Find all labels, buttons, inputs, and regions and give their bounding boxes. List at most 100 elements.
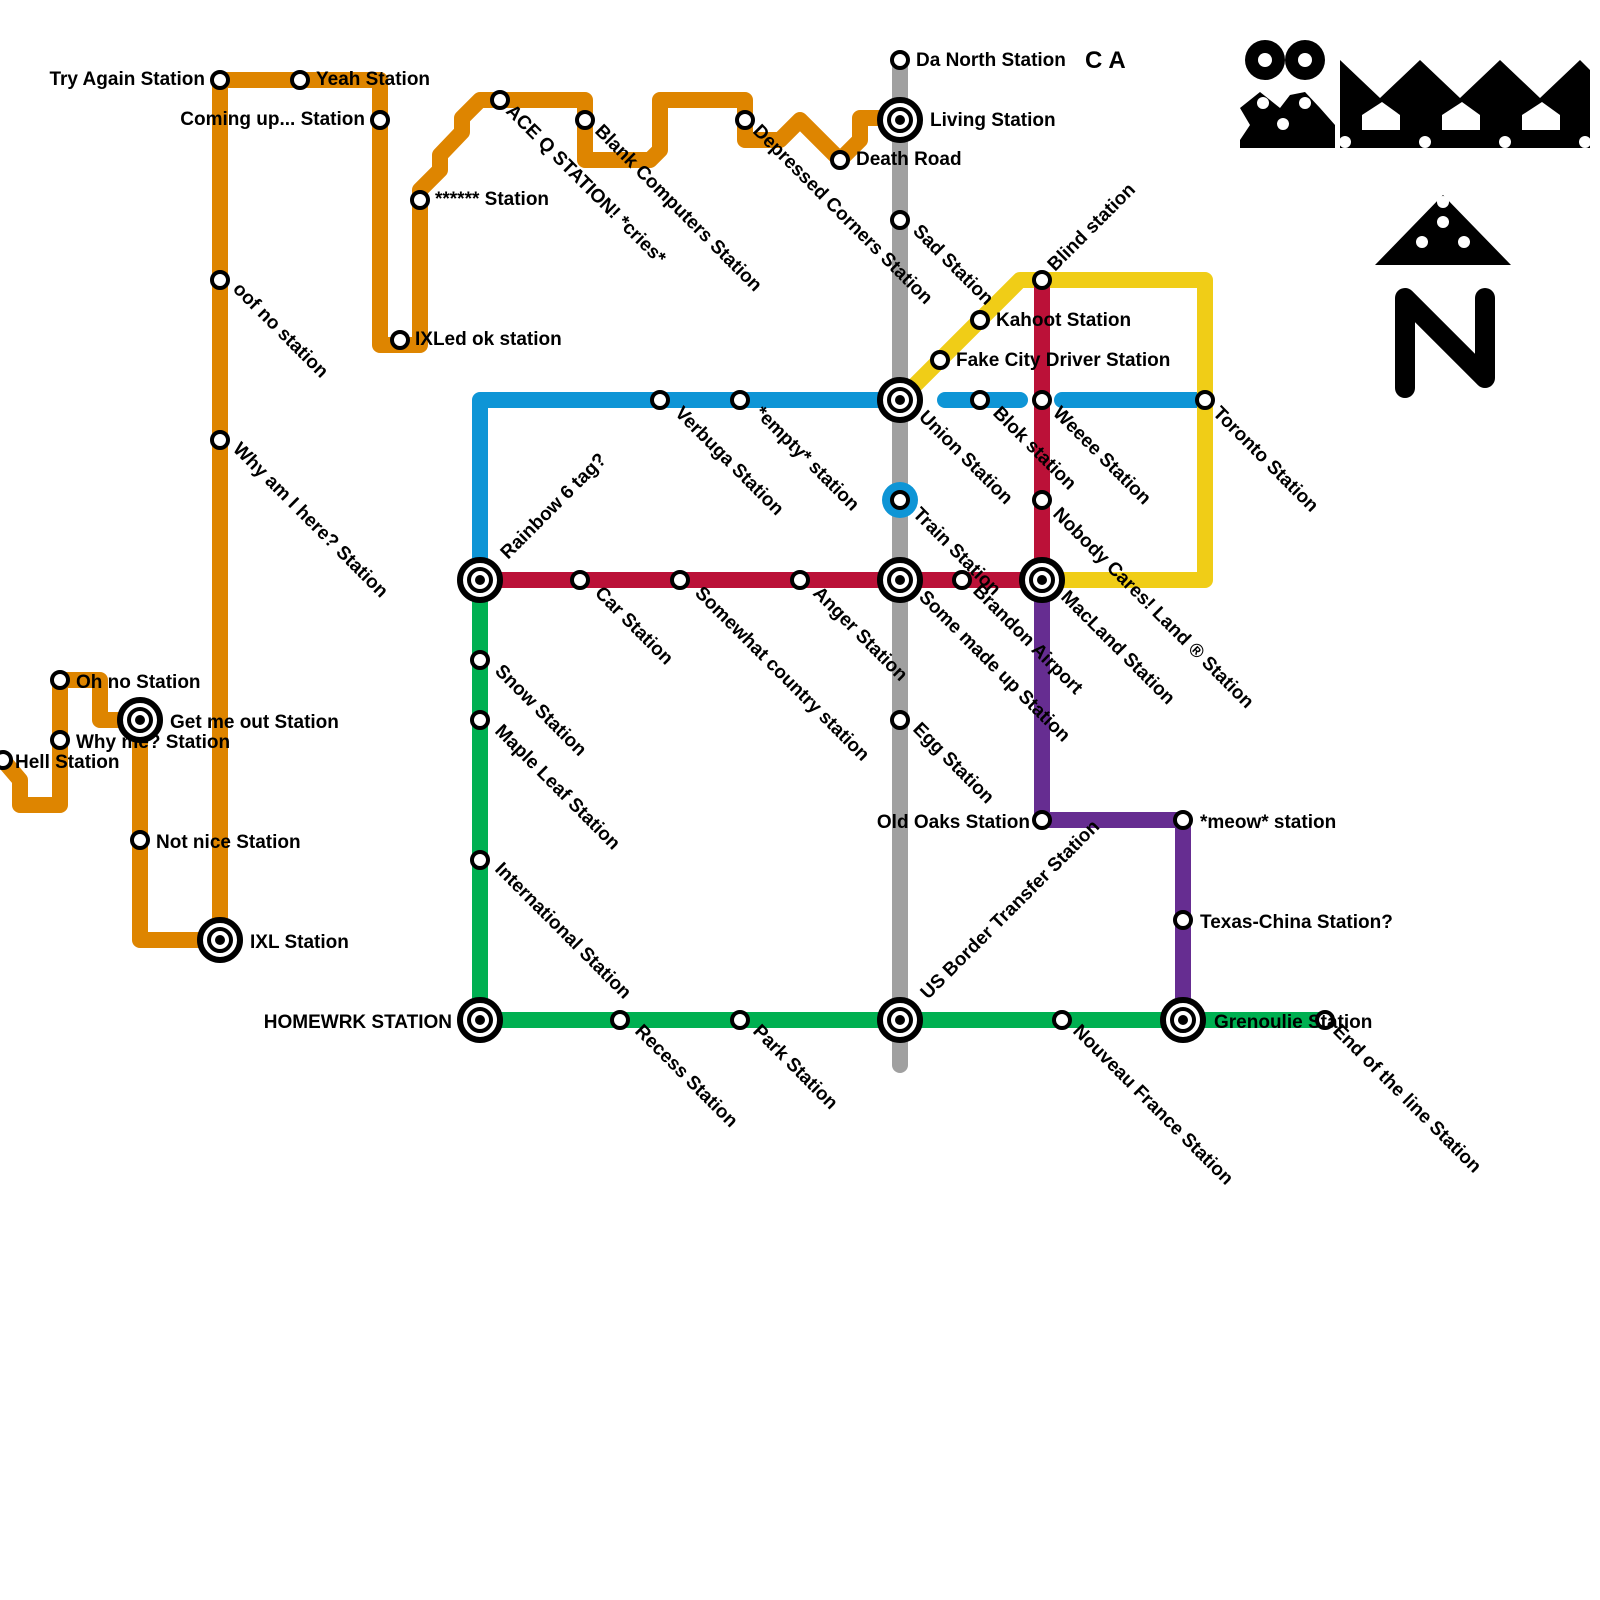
label-international: International Station (490, 859, 635, 1004)
label-recess: Recess Station (630, 1021, 741, 1132)
logo-ca-text: CA (1085, 47, 1132, 74)
station-marker-ixled (392, 332, 408, 348)
interchange-center-dot (215, 935, 225, 945)
map-logo: CA (1085, 40, 1591, 388)
station-marker-why-me (52, 732, 68, 748)
station-marker-yeah (292, 72, 308, 88)
label-end-of-line: End of the line Station (1328, 1021, 1485, 1178)
interchange-center-dot (1178, 1015, 1188, 1025)
station-marker-weeee (1034, 392, 1050, 408)
label-da-north: Da North Station (916, 50, 1066, 71)
station-dot (892, 712, 908, 728)
station-dot (492, 92, 508, 108)
station-marker-toronto (1197, 392, 1213, 408)
label-meow: *meow* station (1200, 812, 1336, 833)
label-death-road: Death Road (856, 149, 962, 170)
station-marker-blind (1034, 272, 1050, 288)
station-dot (132, 832, 148, 848)
interchange-center-dot (895, 395, 905, 405)
station-dot (1034, 492, 1050, 508)
label-kahoot: Kahoot Station (996, 310, 1131, 331)
station-marker-death-road (832, 152, 848, 168)
station-dot (1054, 1012, 1070, 1028)
red-line (480, 280, 1042, 580)
station-dot (572, 572, 588, 588)
station-marker-texas-china (1175, 912, 1191, 928)
label-coming-up: Coming up... Station (180, 109, 365, 130)
interchange-center-dot (895, 1015, 905, 1025)
station-dot (212, 432, 228, 448)
station-marker-union (880, 380, 920, 420)
label-blind: Blind station (1044, 179, 1140, 275)
label-try-again: Try Again Station (49, 69, 205, 90)
station-marker-why-am-i-here (212, 432, 228, 448)
label-toronto: Toronto Station (1208, 403, 1322, 517)
station-marker-verbuga (652, 392, 668, 408)
station-marker-maple-leaf (472, 712, 488, 728)
station-dot (0, 752, 11, 768)
label-us-border: US Border Transfer Station (917, 816, 1104, 1003)
interchange-center-dot (475, 575, 485, 585)
station-marker-park (732, 1012, 748, 1028)
station-dot (672, 572, 688, 588)
station-marker-depressed-corners (737, 112, 753, 128)
station-dot (737, 112, 753, 128)
interchange-center-dot (1037, 575, 1047, 585)
station-marker-grenoulie (1163, 1000, 1203, 1040)
station-dot (972, 392, 988, 408)
station-dot (52, 672, 68, 688)
station-marker-homewrk (460, 1000, 500, 1040)
label-get-me-out: Get me out Station (170, 712, 339, 733)
station-dot (1197, 392, 1213, 408)
station-dot (1175, 812, 1191, 828)
station-dot (932, 352, 948, 368)
label-living: Living Station (930, 110, 1056, 131)
station-marker-living (880, 100, 920, 140)
station-marker-old-oaks (1034, 812, 1050, 828)
station-marker-international (472, 852, 488, 868)
label-why-me: Why me? Station (76, 732, 230, 753)
station-dot (612, 1012, 628, 1028)
logo-mark-icon (1240, 40, 1591, 148)
station-dot (52, 732, 68, 748)
station-marker-da-north (892, 52, 908, 68)
station-dot (292, 72, 308, 88)
station-dot (832, 152, 848, 168)
label-hell: Hell Station (15, 752, 120, 773)
station-dot (212, 72, 228, 88)
station-dot (1175, 912, 1191, 928)
station-dot (1034, 392, 1050, 408)
interchange-center-dot (135, 715, 145, 725)
station-dot (1034, 272, 1050, 288)
label-yeah: Yeah Station (316, 69, 430, 90)
label-old-oaks: Old Oaks Station (877, 812, 1030, 833)
label-stars: ****** Station (435, 189, 549, 210)
station-marker-rainbow (460, 560, 500, 600)
station-marker-stars (412, 192, 428, 208)
station-marker-some-made-up (880, 560, 920, 600)
station-marker-empty (732, 392, 748, 408)
station-marker-nouveau-france (1054, 1012, 1070, 1028)
station-dot (412, 192, 428, 208)
station-marker-somewhat-country (672, 572, 688, 588)
station-dot (472, 652, 488, 668)
label-fake-city: Fake City Driver Station (956, 350, 1170, 371)
label-park: Park Station (748, 1021, 841, 1114)
station-marker-egg (892, 712, 908, 728)
station-dot (372, 112, 388, 128)
interchange-center-dot (895, 575, 905, 585)
label-ixl: IXL Station (250, 932, 349, 953)
station-dot (472, 712, 488, 728)
label-texas-china: Texas-China Station? (1200, 912, 1393, 933)
station-marker-recess (612, 1012, 628, 1028)
station-marker-oof-no (212, 272, 228, 288)
label-not-nice: Not nice Station (156, 832, 301, 853)
station-marker-fake-city (932, 352, 948, 368)
station-marker-try-again (212, 72, 228, 88)
lines (3, 60, 1325, 1065)
label-oof-no: oof no station (228, 279, 332, 383)
station-marker-meow (1175, 812, 1191, 828)
station-dot (732, 392, 748, 408)
interchange-center-dot (895, 115, 905, 125)
